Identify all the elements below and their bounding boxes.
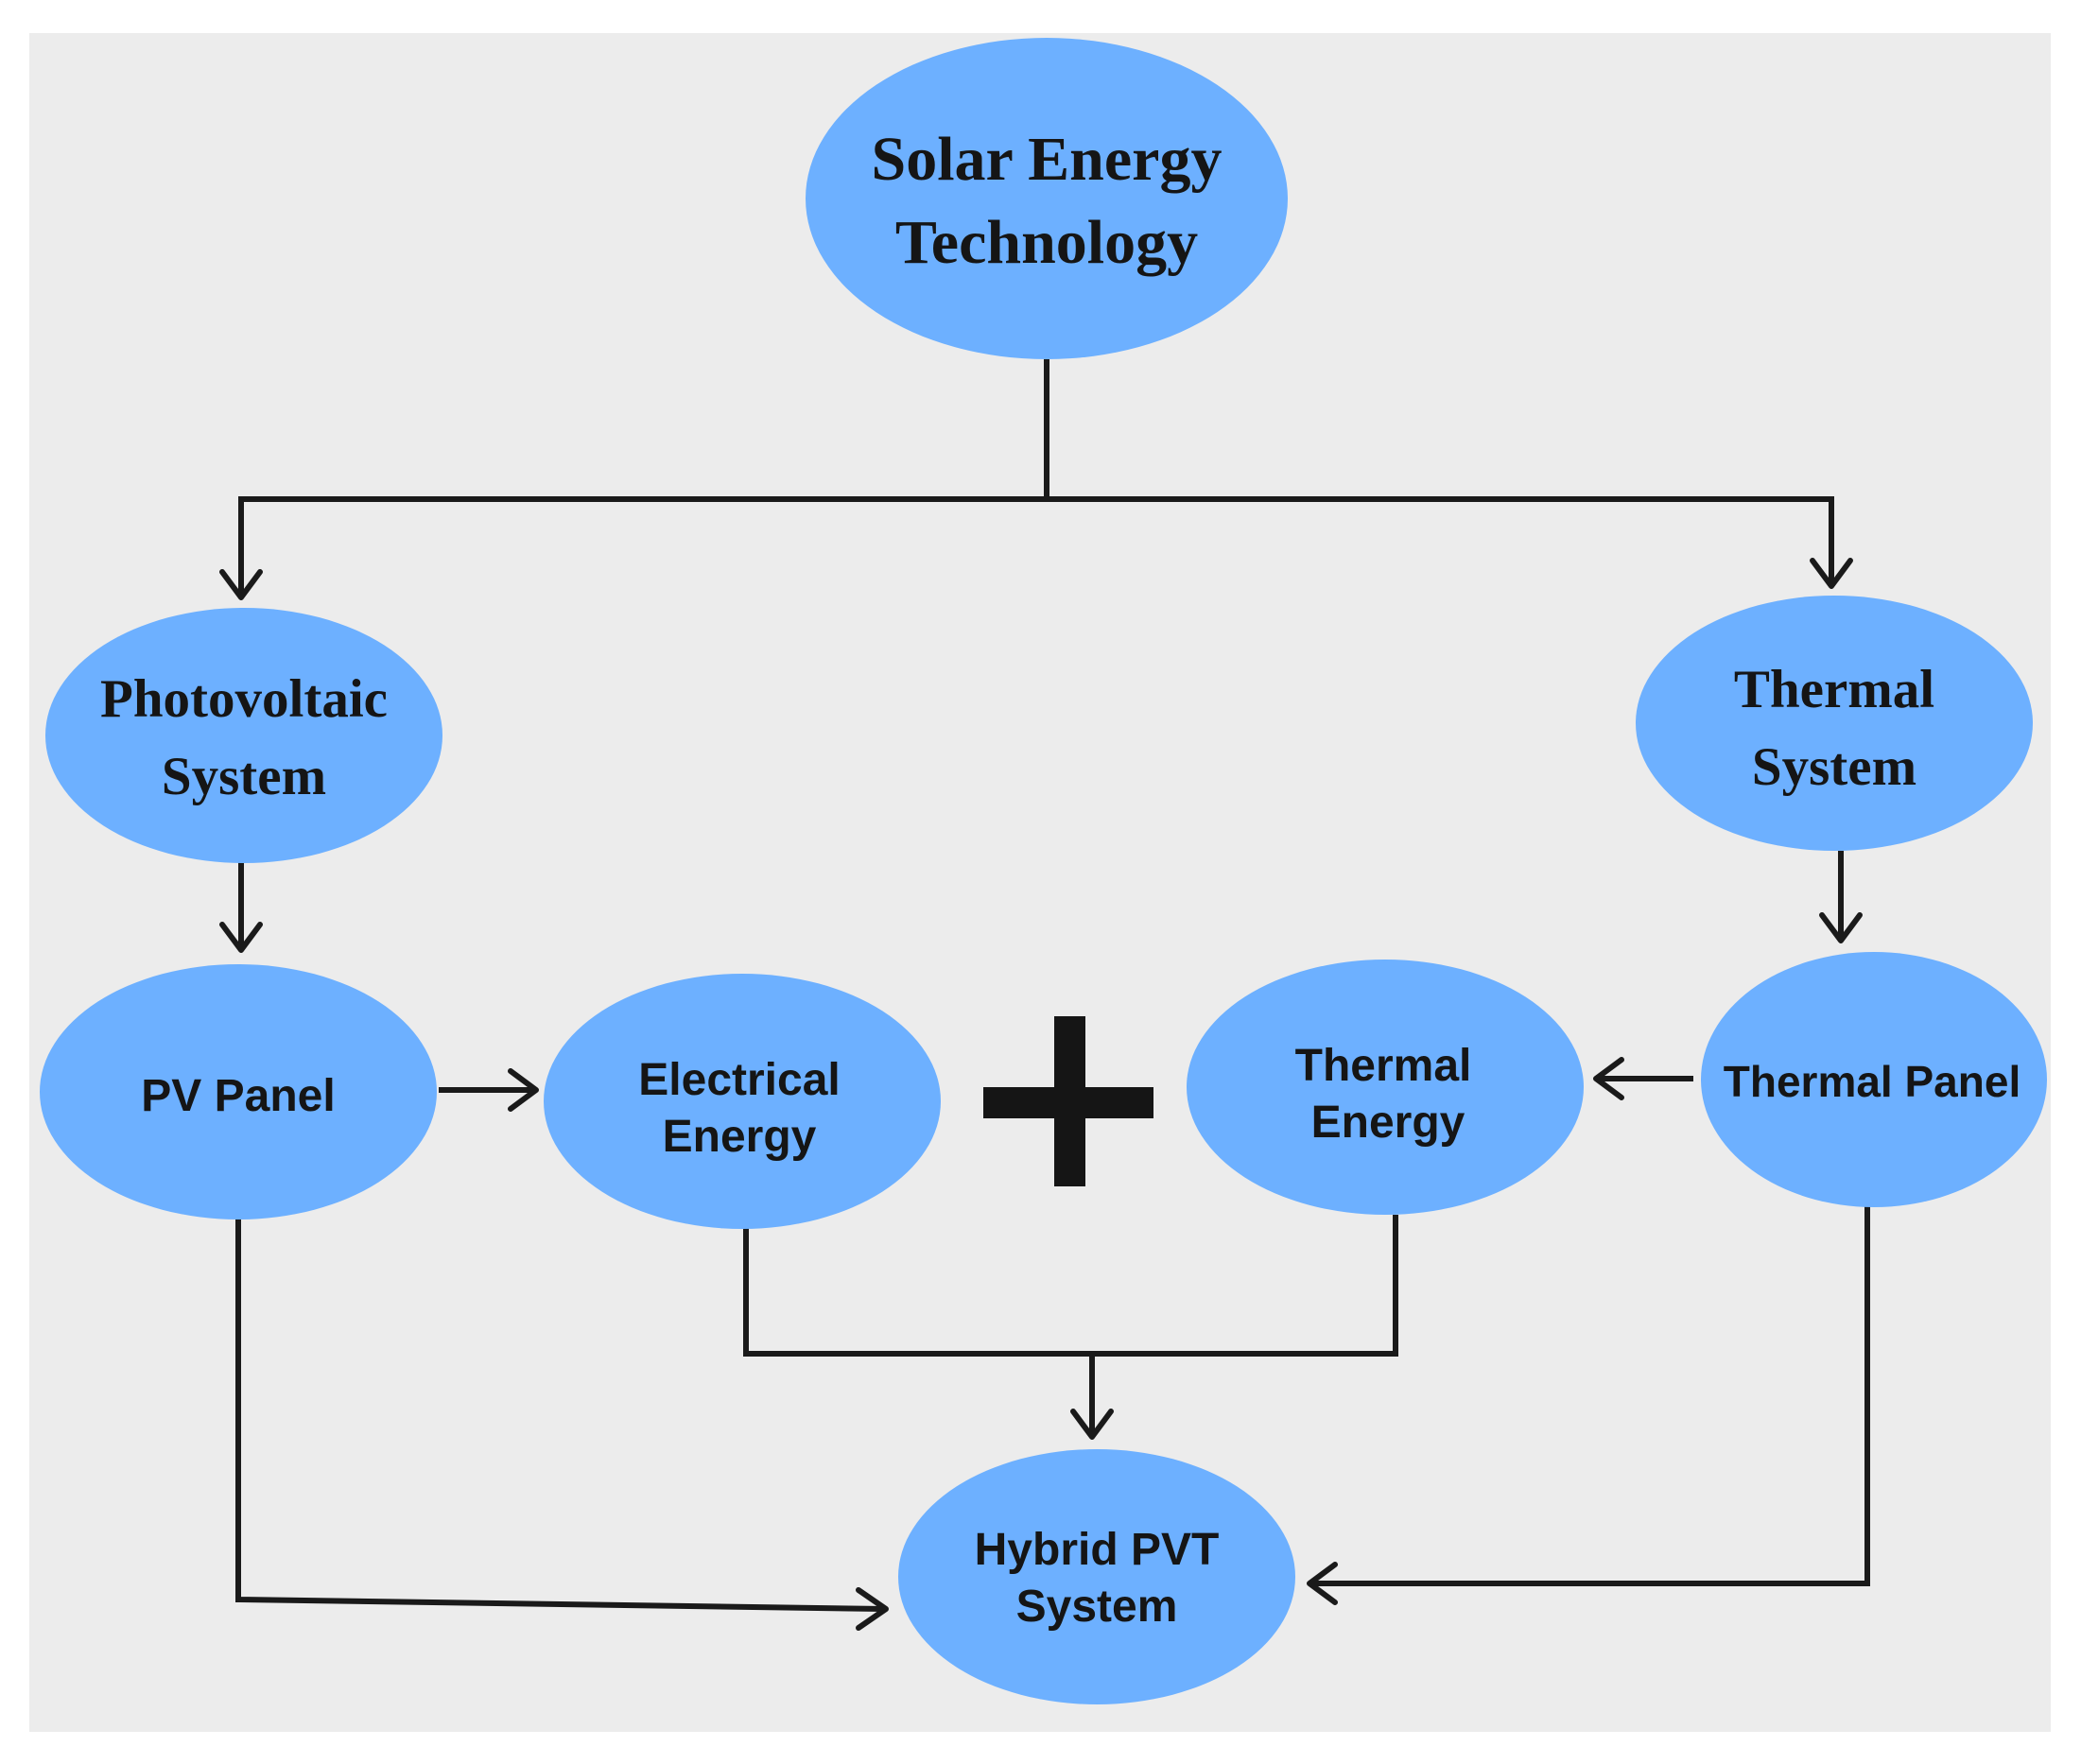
connector-pv-panel-to-hybrid bbox=[235, 1219, 885, 1612]
node-hybrid-pvt-system: Hybrid PVT System bbox=[898, 1449, 1295, 1704]
plus-icon bbox=[983, 1016, 1153, 1186]
arrowhead-right-icon bbox=[856, 1587, 889, 1631]
arrowhead-down-icon bbox=[219, 569, 263, 600]
arrowhead-left-icon bbox=[1593, 1057, 1624, 1100]
node-ellipse bbox=[1701, 952, 2047, 1207]
arrowheads bbox=[219, 558, 1863, 1631]
node-label-line1: PV Panel bbox=[141, 1071, 335, 1121]
connector-thermal-panel-to-hybrid bbox=[1309, 1205, 1870, 1586]
node-label-line1: Hybrid PVT bbox=[975, 1525, 1220, 1575]
node-photovoltaic-system: Photovoltaic System bbox=[45, 608, 442, 863]
connector-branch-to-thermal-system bbox=[1047, 496, 1834, 586]
node-thermal-panel: Thermal Panel bbox=[1701, 952, 2047, 1207]
node-label-line2: System bbox=[1752, 737, 1916, 797]
node-label-line2: Energy bbox=[663, 1112, 817, 1162]
arrowhead-down-icon bbox=[1819, 912, 1863, 943]
arrowhead-down-icon bbox=[1810, 558, 1853, 589]
arrowhead-down-icon bbox=[219, 922, 263, 953]
arrowhead-down-icon bbox=[1070, 1409, 1114, 1440]
node-label-line2: Energy bbox=[1311, 1098, 1465, 1148]
connectors bbox=[235, 359, 1870, 1612]
connector-energies-to-hybrid bbox=[743, 1215, 1398, 1357]
node-electrical-energy: Electrical Energy bbox=[544, 974, 941, 1229]
node-ellipse bbox=[898, 1449, 1295, 1704]
node-ellipse bbox=[1187, 960, 1584, 1215]
node-ellipse bbox=[40, 964, 437, 1219]
node-thermal-energy: Thermal Energy bbox=[1187, 960, 1584, 1215]
node-label-line1: Electrical bbox=[638, 1055, 840, 1105]
node-thermal-system: Thermal System bbox=[1636, 596, 2033, 851]
node-label-line1: Solar Energy bbox=[872, 125, 1223, 194]
node-ellipse bbox=[806, 38, 1288, 359]
arrowhead-right-icon bbox=[508, 1068, 539, 1112]
arrowhead-left-icon bbox=[1307, 1562, 1338, 1605]
node-label-line2: System bbox=[162, 747, 326, 806]
node-label-line1: Thermal bbox=[1734, 660, 1934, 719]
node-solar-energy-technology: Solar Energy Technology bbox=[806, 38, 1288, 359]
connector-branch-to-pv-system bbox=[238, 496, 1047, 597]
node-label-line1: Thermal Panel bbox=[1724, 1057, 2020, 1106]
node-pv-panel: PV Panel bbox=[40, 964, 437, 1219]
node-ellipse bbox=[45, 608, 442, 863]
node-label-line1: Photovoltaic bbox=[100, 669, 388, 729]
node-ellipse bbox=[544, 974, 941, 1229]
node-label-line2: Technology bbox=[895, 208, 1198, 277]
node-label-line2: System bbox=[1016, 1582, 1178, 1632]
node-label-line1: Thermal bbox=[1295, 1041, 1472, 1091]
node-ellipse bbox=[1636, 596, 2033, 851]
